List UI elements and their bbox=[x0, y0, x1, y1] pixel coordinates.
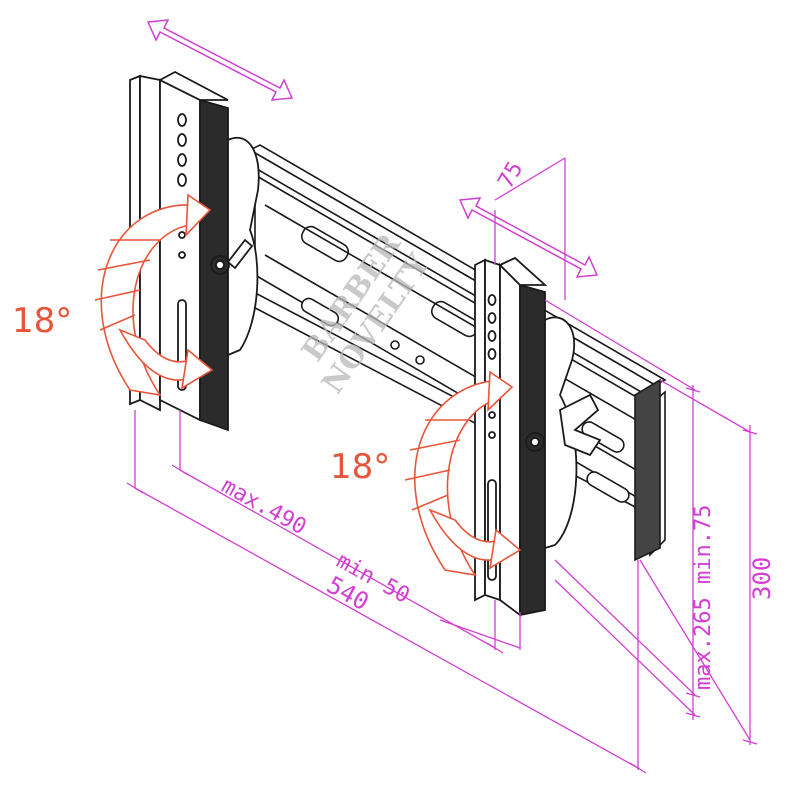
slide-arrow-top-right bbox=[458, 197, 599, 278]
dimension-label-300: 300 bbox=[748, 557, 776, 600]
dimension-label-max490: max.490 bbox=[217, 473, 310, 540]
tilt-arrow-right bbox=[404, 370, 522, 577]
tilt-arrow-left bbox=[94, 193, 214, 397]
right-bracket bbox=[474, 256, 602, 617]
dimension-label-max265-min75: max.265 min.75 bbox=[691, 505, 716, 690]
angle-label-left: 18° bbox=[12, 301, 72, 341]
left-bracket bbox=[129, 70, 260, 432]
angle-label-right: 18° bbox=[330, 447, 390, 487]
slide-arrow-top-left bbox=[146, 19, 294, 101]
dimension-lines bbox=[126, 157, 758, 774]
dimension-label-75-top: 75 bbox=[494, 158, 529, 193]
